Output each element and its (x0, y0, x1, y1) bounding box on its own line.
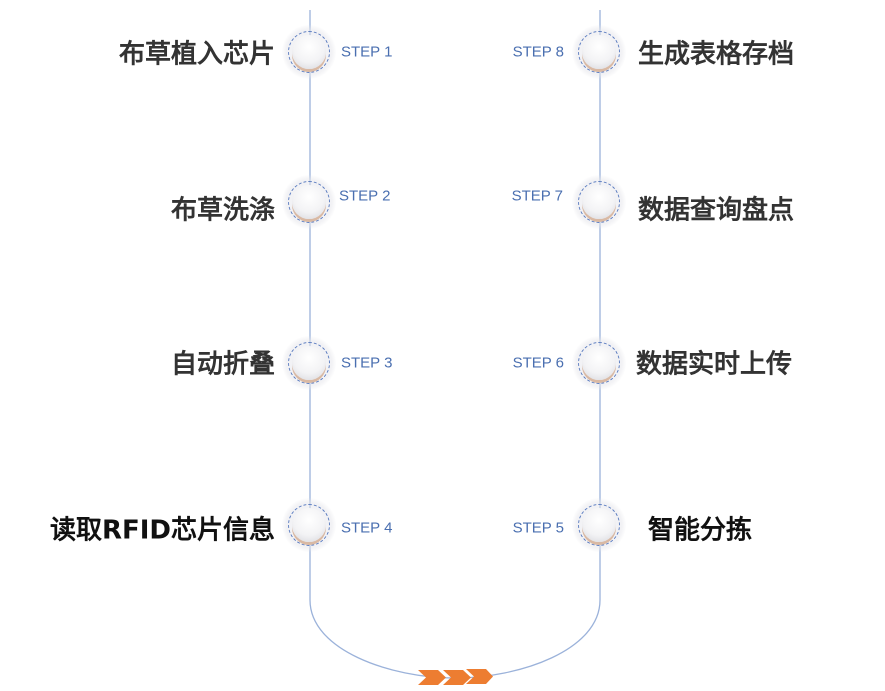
step-8-node (572, 25, 626, 79)
step-number: STEP 3 (341, 354, 393, 372)
step-5-node (572, 498, 626, 552)
step-3-node (282, 336, 336, 390)
step-number: STEP 5 (512, 519, 564, 537)
step-label: 生成表格存档 (638, 39, 795, 70)
step-label: 自动折叠 (170, 349, 275, 380)
step-2-node (282, 175, 336, 229)
u-connector-line (309, 10, 601, 679)
step-4-node (282, 498, 336, 552)
step-label: 数据实时上传 (636, 349, 793, 380)
step-6-node (572, 336, 626, 390)
step-number: STEP 2 (339, 187, 391, 205)
step-number: STEP 7 (511, 187, 563, 205)
step-label: 布草植入芯片 (118, 39, 275, 70)
step-number: STEP 6 (512, 354, 564, 372)
step-1-node (282, 25, 336, 79)
step-number: STEP 1 (341, 43, 393, 61)
direction-arrows-icon (418, 669, 493, 685)
step-number: STEP 4 (341, 519, 393, 537)
step-label: 数据查询盘点 (638, 195, 795, 226)
step-label: 布草洗涤 (170, 195, 275, 226)
step-7-node (572, 175, 626, 229)
step-label: 智能分拣 (648, 515, 753, 546)
step-label: 读取RFID芯片信息 (49, 515, 275, 546)
step-number: STEP 8 (512, 43, 564, 61)
